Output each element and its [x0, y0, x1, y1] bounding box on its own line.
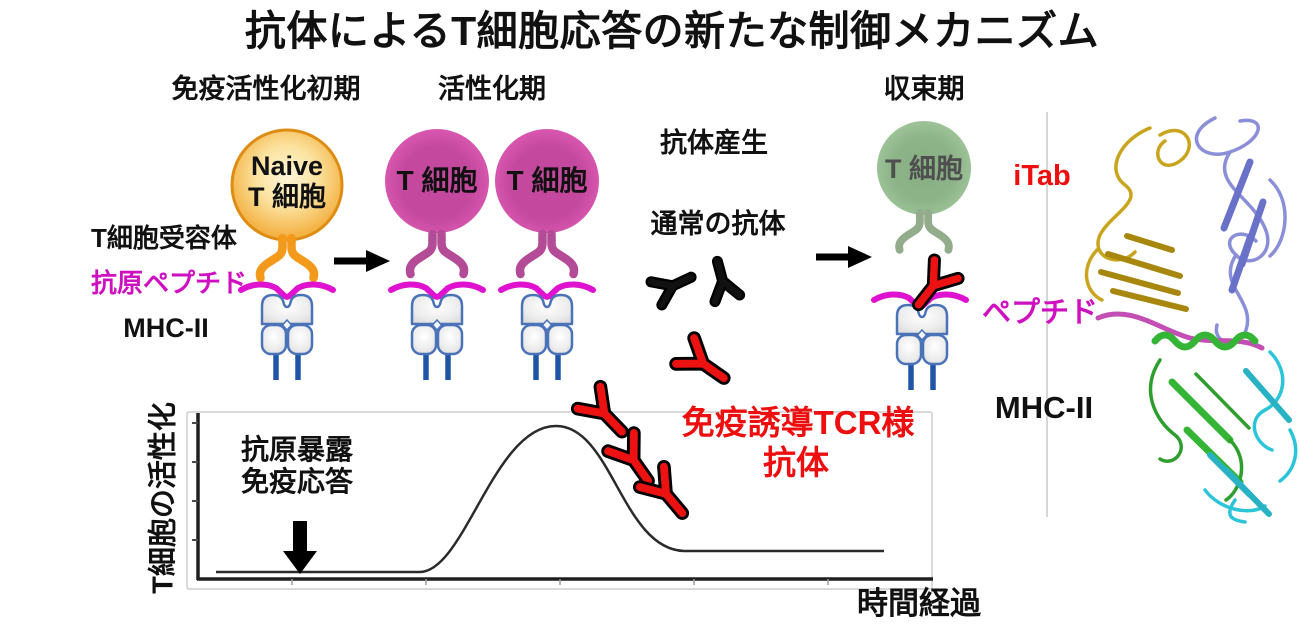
resolving-t-cell-label: T 細胞: [885, 154, 963, 184]
tcr-label: T細胞受容体: [91, 223, 237, 253]
peptide-3: [501, 284, 593, 296]
induced-antibody-label-line2: 抗体: [763, 444, 829, 481]
right-arrow-icon-1: [334, 250, 390, 272]
tcr-activated-1: [410, 234, 464, 274]
activated-t-cell-label-1: T 細胞: [396, 165, 478, 196]
phase-label-early: 免疫活性化初期: [171, 74, 361, 104]
phase-label-activation: 活性化期: [438, 74, 546, 104]
mhc2-molecule-4: [897, 305, 947, 390]
naive-t-cell-label-line1: Naive: [250, 151, 324, 181]
protein-structure: [1084, 116, 1298, 524]
down-arrow-icon: [283, 521, 317, 574]
normal-antibody-icon-1: [651, 266, 696, 305]
mhc2-molecule-2: [412, 295, 462, 380]
figure-title: 抗体によるT細胞応答の新たな制御メカニズム: [244, 8, 1100, 54]
itab-antibody-icon-1: [676, 338, 733, 391]
antibody-production-label: 抗体産生: [660, 128, 768, 158]
activated-t-cell-2: [495, 129, 599, 233]
itab-label: iTab: [1013, 160, 1071, 192]
mhc2-molecule-1: [262, 295, 312, 380]
normal-antibody-label: 通常の抗体: [650, 209, 786, 239]
x-axis-ticks: [291, 579, 829, 585]
tcr-activated-2: [520, 234, 574, 274]
phase-label-resolution: 収束期: [883, 74, 965, 104]
y-axis-ticks: [192, 422, 198, 541]
normal-antibody-icon-2: [705, 258, 740, 302]
naive-t-cell: [230, 128, 344, 242]
mhc2-left-label: MHC-II: [123, 313, 209, 343]
peptide-2: [391, 284, 483, 296]
itab-antibody-icon-2: [578, 387, 633, 443]
itab-antibody-icon-3: [608, 433, 661, 490]
activation-curve: [216, 424, 884, 574]
resolving-t-cell: [877, 121, 971, 215]
mhc2-right-label: MHC-II: [994, 390, 1094, 425]
antigen-peptide-label: 抗原ペプチド: [90, 268, 248, 298]
activated-t-cell-label-2: T 細胞: [506, 165, 588, 196]
naive-t-cell-label-line2: T 細胞: [248, 182, 326, 213]
antigen-exposure-annotation: 抗原暴露 免疫応答: [241, 434, 353, 498]
x-axis-label: 時間経過: [857, 586, 981, 621]
y-axis-label: T細胞の活性化: [147, 402, 180, 594]
naive-t-cell-label: Naive T 細胞: [248, 151, 326, 213]
right-arrow-icon-2: [816, 246, 872, 268]
induced-antibody-label-line1: 免疫誘導TCR様: [681, 404, 915, 441]
antigen-exposure-line1: 抗原暴露: [240, 434, 354, 465]
peptide-right-label: ペプチド: [981, 297, 1099, 329]
tcr-resolving: [899, 213, 949, 250]
activation-graph: [186, 411, 933, 590]
tcr-naive: [260, 238, 314, 278]
antigen-exposure-line2: 免疫応答: [240, 466, 354, 498]
chart-frame: [186, 411, 933, 590]
activated-t-cell-1: [385, 129, 489, 233]
mhc2-molecule-3: [522, 295, 572, 380]
peptide-1: [241, 284, 333, 296]
